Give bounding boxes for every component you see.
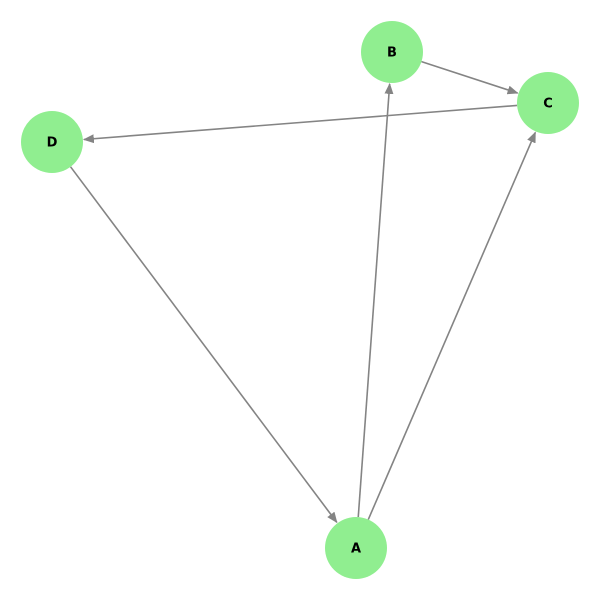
- node-B: B: [361, 21, 423, 83]
- node-label-C: C: [543, 97, 553, 112]
- node-circle-C: [517, 72, 579, 134]
- edge-C-D: [82, 104, 518, 144]
- node-D: D: [21, 111, 83, 173]
- edge-A-B: [357, 82, 394, 518]
- nodes-layer: A B C D: [21, 21, 579, 579]
- edge-B-C: [421, 60, 519, 95]
- node-label-B: B: [387, 46, 397, 61]
- edges-layer: [69, 60, 537, 524]
- node-circle-A: [325, 517, 387, 579]
- node-label-A: A: [351, 542, 361, 557]
- node-A: A: [325, 517, 387, 579]
- node-circle-B: [361, 21, 423, 83]
- edge-A-C: [367, 131, 537, 520]
- edge-D-A: [69, 166, 338, 524]
- node-label-D: D: [47, 136, 58, 151]
- node-circle-D: [21, 111, 83, 173]
- node-C: C: [517, 72, 579, 134]
